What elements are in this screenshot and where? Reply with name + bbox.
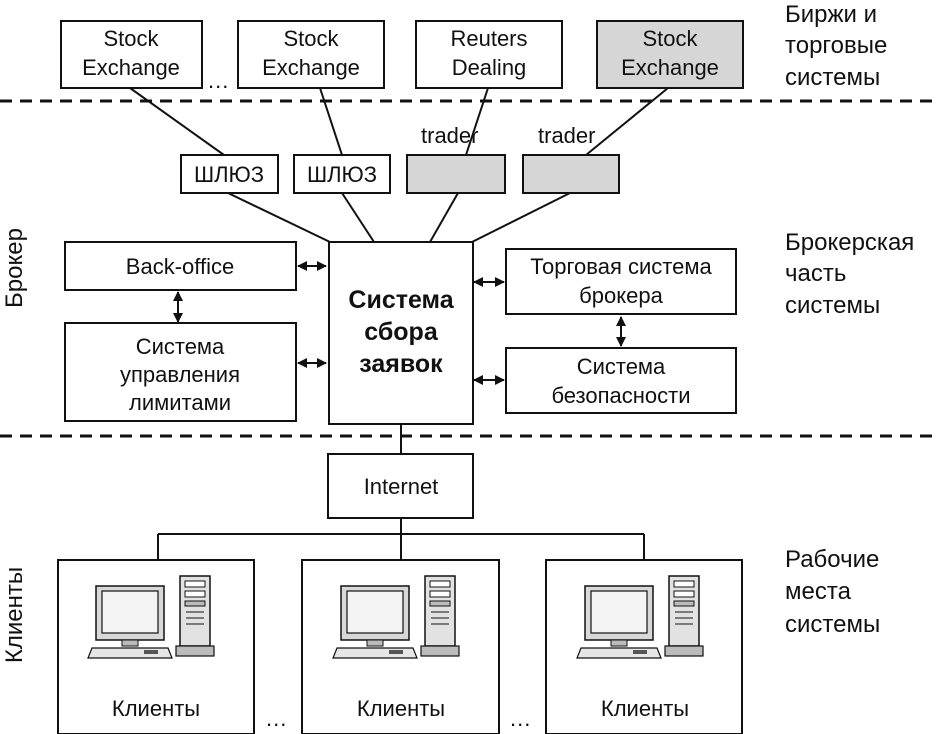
gateway-box: ШЛЮЗ [293, 154, 391, 194]
client-label: Клиенты [357, 696, 445, 721]
svg-text:сбора: сбора [364, 318, 439, 346]
exchange-ellipsis: ... [208, 68, 229, 93]
exchange-box-shaded: Stock Exchange [596, 20, 744, 89]
side-label-clients: Клиенты [1, 567, 28, 663]
svg-text:Back-office: Back-office [126, 254, 234, 279]
client-label: Клиенты [112, 696, 200, 721]
svg-text:системы: системы [785, 292, 880, 319]
exchange-label-line1: Reuters [450, 26, 527, 51]
client-label: Клиенты [601, 696, 689, 721]
exchange-label-line1: Stock [283, 26, 339, 51]
trader-box [406, 154, 506, 194]
svg-text:Рабочие: Рабочие [785, 546, 879, 573]
side-label-broker: Брокер [1, 228, 28, 308]
zone-label-broker: Брокерская часть системы [785, 229, 914, 319]
exchange-box: Stock Exchange [237, 20, 385, 89]
trader-label: trader [538, 123, 595, 148]
svg-text:Система: Система [348, 286, 454, 314]
trader-box [522, 154, 620, 194]
trader-label: trader [421, 123, 478, 148]
exchange-label-line2: Dealing [452, 55, 527, 80]
double-arrows [173, 261, 626, 385]
svg-text:брокера: брокера [579, 283, 663, 308]
client-workplace: Клиенты [545, 559, 743, 734]
svg-text:Биржи и: Биржи и [785, 1, 877, 28]
internet-box: Internet [327, 453, 474, 519]
svg-text:торговые: торговые [785, 32, 887, 59]
connections [129, 87, 669, 560]
svg-text:системы: системы [785, 64, 880, 91]
back-office-box: Back-office [64, 241, 297, 291]
svg-text:Система: Система [577, 354, 666, 379]
exchange-label-line2: Exchange [262, 55, 360, 80]
svg-text:Система: Система [136, 334, 225, 359]
exchange-label-line1: Stock [103, 26, 159, 51]
zone-label-exchanges: Биржи и торговые системы [785, 1, 887, 91]
svg-text:управления: управления [120, 362, 240, 387]
security-system-box: Система безопасности [505, 347, 737, 414]
exchange-label-line2: Exchange [621, 55, 719, 80]
svg-text:безопасности: безопасности [551, 383, 690, 408]
exchange-label-line1: Stock [642, 26, 698, 51]
svg-text:лимитами: лимитами [129, 390, 231, 415]
exchange-box: Reuters Dealing [415, 20, 563, 89]
svg-text:системы: системы [785, 611, 880, 638]
exchange-box: Stock Exchange [60, 20, 203, 89]
clients-ellipsis: ... [266, 706, 287, 731]
svg-text:заявок: заявок [359, 350, 443, 378]
zone-label-workplaces: Рабочие места системы [785, 546, 880, 638]
svg-text:Internet: Internet [364, 474, 439, 499]
exchange-label-line2: Exchange [82, 55, 180, 80]
svg-text:места: места [785, 578, 852, 605]
svg-text:Торговая система: Торговая система [530, 254, 712, 279]
client-workplace: Клиенты [57, 559, 255, 734]
broker-trading-system-box: Торговая система брокера [505, 248, 737, 315]
clients-ellipsis: ... [510, 706, 531, 731]
gateway-box: ШЛЮЗ [180, 154, 279, 194]
svg-text:Брокерская: Брокерская [785, 229, 914, 256]
order-collection-system-box: Система сбора заявок [328, 241, 474, 425]
svg-text:часть: часть [785, 260, 846, 287]
client-workplace: Клиенты [301, 559, 500, 734]
limits-box: Система управления лимитами [64, 322, 297, 422]
svg-text:ШЛЮЗ: ШЛЮЗ [194, 162, 264, 187]
svg-text:ШЛЮЗ: ШЛЮЗ [307, 162, 377, 187]
